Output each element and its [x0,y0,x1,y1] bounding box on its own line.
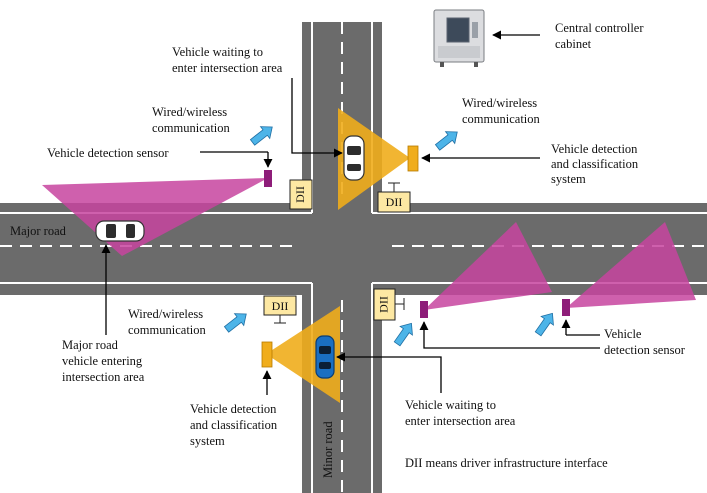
line-1: Major road [62,338,119,352]
dii-box-bottom-right: DII [373,288,405,321]
car-top-waiting [343,135,365,181]
line-2: and classification [551,157,639,171]
camera-beam-top [338,108,410,210]
line-1: Vehicle detection [551,142,638,156]
vehicle-detection-sensor-center [420,301,428,318]
label-minor-road: Minor road [321,421,335,478]
sensor-beam-far-right [566,222,696,308]
comm-arrow-bottom-center [393,322,413,347]
vehicle-detection-sensor-left [264,170,272,187]
label-vehicle-detection-sensor-left: Vehicle detection sensor [47,146,169,160]
dii-label: DII [272,299,289,313]
label-wired-wireless-top-left: Wired/wireless communication [152,105,231,135]
label-dii-note: DII means driver infrastructure interfac… [405,456,608,470]
detection-classification-camera-top [407,145,419,172]
line-2: detection sensor [604,343,686,357]
comm-arrow-top-left [249,126,273,146]
line-2: enter intersection area [172,61,283,75]
dii-box-top-right: DII [377,182,411,213]
detection-classification-camera-bottom [261,341,273,368]
beams [42,108,696,403]
line-1: Vehicle waiting to [172,45,263,59]
line-3: system [551,172,586,186]
dii-label: DII [386,195,403,209]
label-vehicle-detection-sensor-right: Vehicle detection sensor [604,327,686,357]
label-vdcs-bottom-left: Vehicle detection and classification sys… [190,402,280,448]
line-2: cabinet [555,37,592,51]
vehicle-detection-sensor-right [562,299,570,316]
line-3: intersection area [62,370,145,384]
labels: Central controller cabinet Vehicle waiti… [10,21,686,478]
label-vehicle-waiting-bottom: Vehicle waiting to enter intersection ar… [405,398,516,428]
label-wired-wireless-top-right: Wired/wireless communication [462,96,541,126]
camera-beam-bottom [266,306,340,403]
line-1: Vehicle detection [190,402,277,416]
line-1: Wired/wireless [152,105,227,119]
line-2: communication [152,121,231,135]
dii-label: DII [293,186,307,203]
communication-arrows [223,126,554,347]
sensor-beam-left [42,178,268,256]
label-wired-wireless-bottom-left: Wired/wireless communication [128,307,207,337]
line-1: Vehicle waiting to [405,398,496,412]
label-central-controller: Central controller cabinet [555,21,647,51]
line-2: vehicle entering [62,354,143,368]
line-2: communication [462,112,541,126]
line-1: Central controller [555,21,644,35]
sensor-beam-center-right [424,222,552,310]
car-major-entering [95,220,145,242]
line-1: Wired/wireless [462,96,537,110]
central-controller-cabinet [433,9,485,67]
line-2: communication [128,323,207,337]
comm-arrow-top-right [434,131,458,151]
label-major-road-entering: Major road vehicle entering intersection… [62,338,145,384]
dii-box-top-left: DII [289,179,313,210]
comm-arrow-bottom-right [534,312,554,337]
dii-box-bottom-left: DII [263,295,297,324]
callout-arrows [101,30,600,395]
line-2: and classification [190,418,278,432]
line-1: Wired/wireless [128,307,203,321]
line-3: system [190,434,225,448]
line-2: enter intersection area [405,414,516,428]
label-vdcs-top-right: Vehicle detection and classification sys… [551,142,641,186]
line-1: Vehicle [604,327,642,341]
dii-label: DII [376,296,390,313]
label-vehicle-waiting-top: Vehicle waiting to enter intersection ar… [172,45,283,75]
car-bottom-waiting [315,335,335,379]
comm-arrow-bottom-left [223,313,247,333]
label-major-road: Major road [10,224,67,238]
